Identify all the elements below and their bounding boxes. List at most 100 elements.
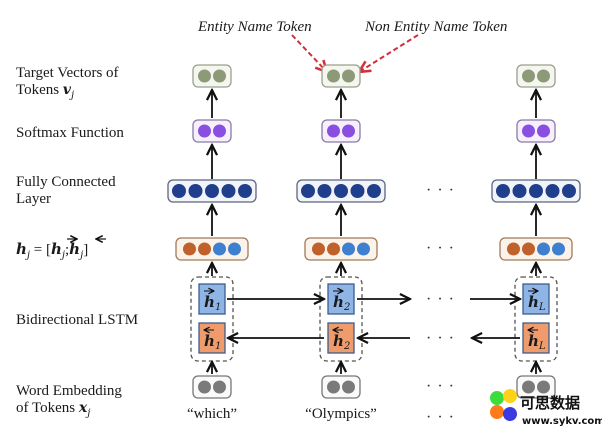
fully-connected-unit xyxy=(512,184,527,198)
target-vector-unit xyxy=(537,69,550,83)
svg-text:Target Vectors of: Target Vectors of xyxy=(16,65,119,81)
token-word: “Olympics” xyxy=(305,406,377,422)
word-embedding-node xyxy=(192,375,232,399)
concat-hidden-unit xyxy=(183,242,196,256)
softmax-unit xyxy=(327,124,340,138)
concat-hidden-unit xyxy=(342,242,355,256)
backward-hidden-state-subscript: 1 xyxy=(215,341,221,352)
target-vector-node xyxy=(321,64,361,88)
concat-hidden-node xyxy=(304,237,378,261)
watermark-cn: 可思数据 xyxy=(520,394,580,412)
softmax-node xyxy=(192,119,232,143)
concat-hidden-unit xyxy=(327,242,340,256)
backward-hidden-state-subscript: 2 xyxy=(343,341,350,352)
svg-text:of Tokens xj: of Tokens xj xyxy=(16,400,90,419)
watermark-logo-green xyxy=(490,391,504,405)
word-embedding-unit xyxy=(522,380,535,394)
forward-hidden-state-subscript: 2 xyxy=(343,302,350,313)
backward-hidden-state-box xyxy=(522,322,550,354)
target-vector-unit xyxy=(342,69,355,83)
concat-hidden-box xyxy=(499,237,573,261)
target-vector-node xyxy=(516,64,556,88)
concat-hidden-box xyxy=(304,237,378,261)
softmax-unit xyxy=(537,124,550,138)
word-embedding-unit xyxy=(327,380,340,394)
fully-connected-unit xyxy=(172,184,186,198)
softmax-unit xyxy=(213,124,226,138)
label-softmax: Softmax Function xyxy=(16,125,124,141)
fully-connected-unit xyxy=(238,184,252,198)
fully-connected-unit xyxy=(496,184,510,198)
label-hj-formula: hj = [hj;hj] xyxy=(16,239,106,261)
concat-hidden-node xyxy=(499,237,573,261)
non-entity-token-annotation: Non Entity Name Token xyxy=(364,19,507,35)
target-vector-unit xyxy=(213,69,226,83)
fully-connected-node xyxy=(491,179,581,203)
concat-hidden-unit xyxy=(312,242,325,256)
softmax-unit xyxy=(342,124,355,138)
watermark-logo-yellow xyxy=(503,389,517,403)
concat-hidden-unit xyxy=(552,242,565,256)
concat-hidden-unit xyxy=(213,242,226,256)
backward-hidden-state-symbol: h xyxy=(528,332,539,350)
fully-connected-node xyxy=(167,179,257,203)
target-vector-unit xyxy=(198,69,211,83)
label-bidirectional-lstm: Bidirectional LSTM xyxy=(16,312,138,328)
fully-connected-node xyxy=(296,179,386,203)
fully-connected-unit xyxy=(529,184,543,198)
fully-connected-unit xyxy=(334,184,348,198)
svg-text:hj = [hj;hj]: hj = [hj;hj] xyxy=(16,240,88,261)
concat-hidden-unit xyxy=(507,242,520,256)
fully-connected-unit xyxy=(545,184,560,198)
ellipsis: ··· xyxy=(426,240,460,257)
token-word: “which” xyxy=(187,406,237,422)
fully-connected-unit xyxy=(188,184,203,198)
softmax-node xyxy=(516,119,556,143)
ellipsis: ··· xyxy=(426,182,460,199)
forward-hidden-state-symbol: h xyxy=(204,293,215,311)
entity-token-annotation: Entity Name Token xyxy=(197,19,312,35)
forward-hidden-state-subscript: L xyxy=(538,302,546,313)
ellipsis: ··· xyxy=(426,409,460,426)
label-target-vectors: Target Vectors of Tokens vj xyxy=(16,65,119,101)
concat-hidden-unit xyxy=(357,242,370,256)
concat-hidden-unit xyxy=(537,242,550,256)
concat-hidden-unit xyxy=(522,242,535,256)
svg-text:Fully Connected: Fully Connected xyxy=(16,174,116,190)
ellipsis: ··· xyxy=(426,330,460,347)
concat-hidden-unit xyxy=(198,242,211,256)
fully-connected-unit xyxy=(205,184,219,198)
fully-connected-unit xyxy=(317,184,332,198)
fully-connected-unit xyxy=(301,184,315,198)
non-entity-arrow xyxy=(359,34,419,72)
watermark-url: www.sykv.com xyxy=(522,416,602,427)
svg-text:Layer: Layer xyxy=(16,191,51,207)
label-word-embedding: Word Embedding of Tokens xj xyxy=(16,383,122,419)
target-vector-node xyxy=(192,64,232,88)
word-embedding-unit xyxy=(537,380,550,394)
backward-hidden-state-subscript: L xyxy=(538,341,546,352)
word-embedding-unit xyxy=(342,380,355,394)
concat-hidden-unit xyxy=(228,242,241,256)
softmax-node xyxy=(321,119,361,143)
concat-hidden-box xyxy=(175,237,249,261)
watermark-logo-blue xyxy=(503,407,517,421)
ellipsis: ··· xyxy=(426,291,460,308)
fully-connected-unit xyxy=(221,184,236,198)
label-fully-connected: Fully Connected Layer xyxy=(16,174,116,207)
target-vector-unit xyxy=(522,69,535,83)
ellipsis: ··· xyxy=(426,378,460,395)
backward-hidden-state-symbol: h xyxy=(204,332,215,350)
fully-connected-unit xyxy=(367,184,381,198)
entity-arrow xyxy=(291,34,327,72)
forward-hidden-state-symbol: h xyxy=(333,293,344,311)
backward-hidden-state-symbol: h xyxy=(333,332,344,350)
svg-text:Word Embedding: Word Embedding xyxy=(16,383,122,399)
ellipsis-column: ··· ··· ··· ··· ··· ··· xyxy=(426,182,460,426)
